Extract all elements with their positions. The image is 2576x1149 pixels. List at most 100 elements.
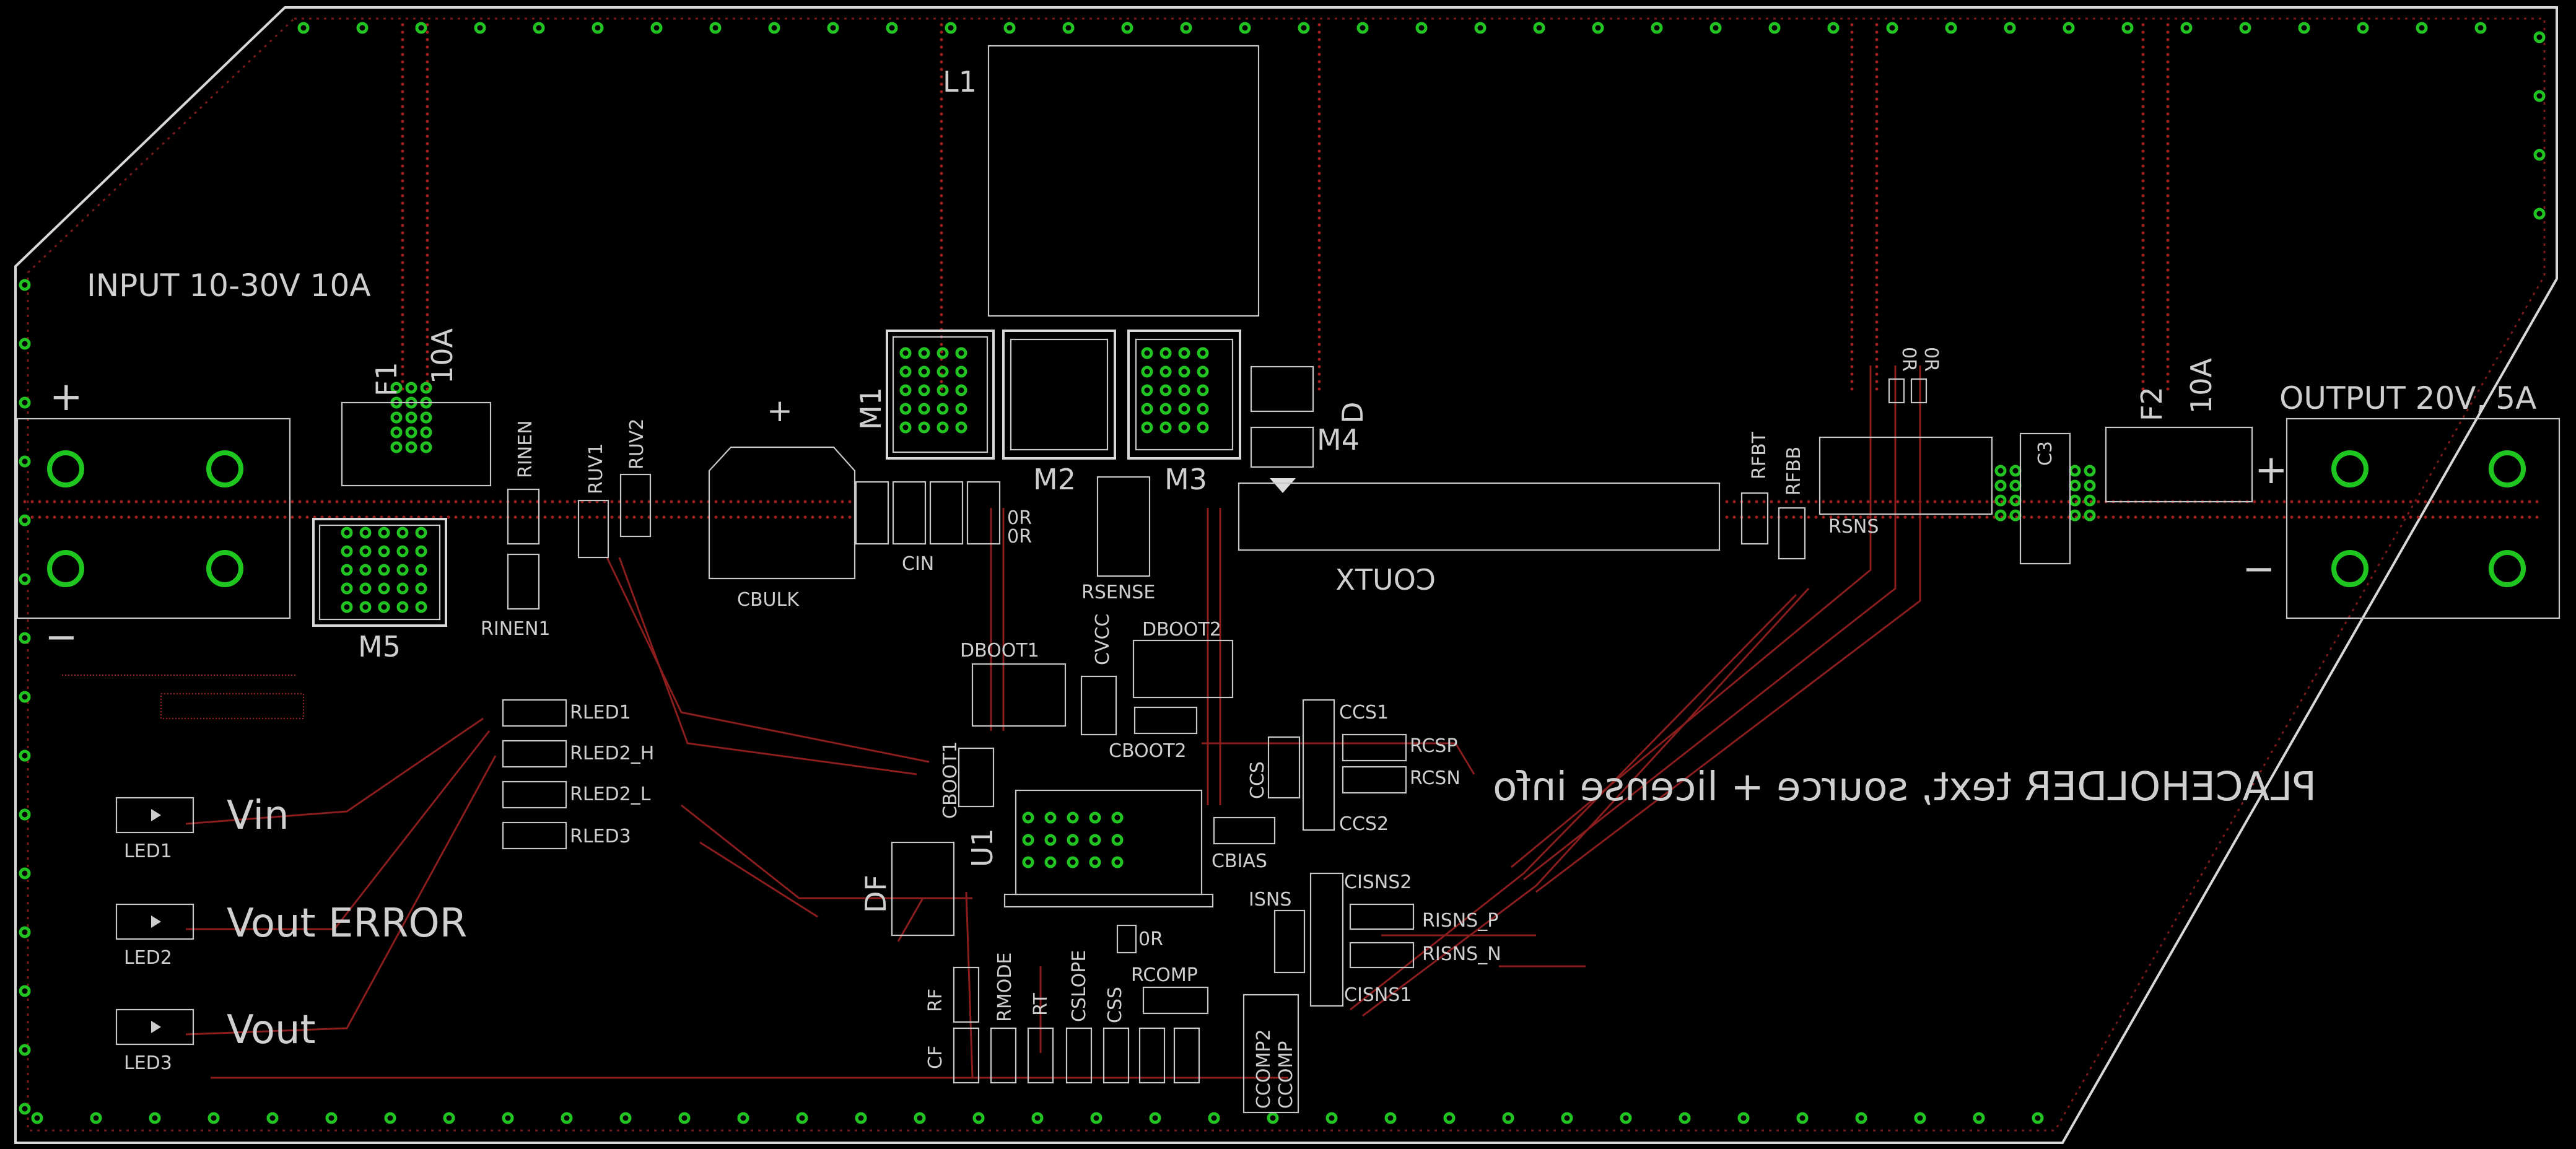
stitch-via: [1850, 105, 1854, 108]
resistor-ruv1[interactable]: [577, 499, 609, 559]
rfbt-label: RFBT: [1749, 431, 1770, 479]
stitch-via: [1850, 238, 1854, 242]
capacitor-bank-cout[interactable]: [1238, 482, 1721, 551]
stitch-via: [2059, 515, 2063, 519]
resistor-rcsn[interactable]: [1342, 766, 1407, 794]
capacitor-css[interactable]: [1102, 1027, 1130, 1084]
resistor-rsense[interactable]: [1096, 476, 1151, 577]
thermal-via: [937, 384, 949, 396]
fuse-f1[interactable]: [341, 401, 492, 487]
stitch-via: [2166, 186, 2170, 190]
diode-dboot1[interactable]: [971, 663, 1067, 727]
resistor-rcsp[interactable]: [1342, 733, 1407, 762]
resistor-rmode[interactable]: [990, 1027, 1017, 1084]
inductor-l1[interactable]: [987, 45, 1260, 317]
capacitor-cvcc[interactable]: [1080, 675, 1117, 736]
resistor-rled1[interactable]: [502, 699, 567, 727]
fuse-f2[interactable]: [2105, 426, 2253, 503]
stitch-via: [426, 75, 429, 79]
stitch-via: [2520, 500, 2524, 504]
capacitor-ccs[interactable]: [1267, 736, 1301, 799]
stitch-via: [401, 283, 404, 287]
thermal-via: [1994, 494, 2007, 507]
resistor-rsns[interactable]: [1818, 436, 1993, 515]
stitch-via: [1850, 38, 1854, 42]
controller-u1[interactable]: [1003, 789, 1214, 908]
stitch-via: [201, 500, 205, 504]
stitch-via: [426, 224, 429, 227]
stitch-via: [401, 82, 404, 86]
stitch-via: [1317, 350, 1321, 354]
stitch-via: [670, 515, 673, 519]
stitch-via: [2166, 209, 2170, 212]
input-connector[interactable]: [16, 417, 291, 619]
diode-d[interactable]: [1250, 365, 1314, 468]
capacitor-cbias[interactable]: [1213, 816, 1276, 845]
led2[interactable]: [115, 903, 194, 940]
capacitor-ccs1[interactable]: [1302, 699, 1335, 831]
stitch-via: [401, 335, 404, 339]
stitch-via: [134, 500, 138, 504]
stitch-via: [157, 500, 160, 504]
stitch-via: [1955, 500, 1959, 504]
led3[interactable]: [115, 1008, 194, 1046]
isns-label: ISNS: [1249, 889, 1291, 911]
d-label: D: [1336, 402, 1369, 424]
resistor-rinen[interactable]: [507, 488, 540, 545]
resistor-rled2-l[interactable]: [502, 780, 567, 809]
ccs1-label: CCS1: [1339, 702, 1389, 723]
capacitor-ccomp-pair[interactable]: [1138, 1027, 1200, 1084]
perimeter-via: [474, 22, 486, 34]
output-connector[interactable]: [2286, 417, 2561, 619]
stitch-via: [1888, 515, 1892, 519]
resistor-rinen1[interactable]: [507, 553, 540, 610]
stitch-via: [940, 23, 943, 27]
stitch-via: [744, 500, 748, 504]
diode-dboot2[interactable]: [1132, 639, 1234, 699]
mosfet-m1[interactable]: [886, 330, 995, 460]
resistor-rt[interactable]: [1027, 1027, 1054, 1084]
stitch-via: [1875, 283, 1879, 287]
stitch-via: [1317, 68, 1321, 71]
perimeter-via: [2474, 22, 2487, 34]
stitch-via: [759, 500, 762, 504]
capacitor-cisns-pair[interactable]: [1309, 872, 1344, 1007]
mosfet-m5[interactable]: [312, 518, 447, 627]
diode-df[interactable]: [891, 841, 955, 937]
perimeter-via: [1180, 22, 1192, 34]
resistor-ruv2[interactable]: [619, 473, 652, 538]
resistor-0r-pair[interactable]: [1888, 378, 1928, 404]
mosfet-m2[interactable]: [1002, 330, 1116, 460]
resistor-rled3[interactable]: [502, 821, 567, 850]
stitch-via: [1317, 186, 1321, 190]
stitch-via: [2364, 500, 2368, 504]
resistor-risns-n[interactable]: [1349, 941, 1415, 969]
capacitor-cbulk[interactable]: [708, 446, 856, 580]
resistor-0r-bottom[interactable]: [1116, 924, 1137, 954]
mosfet-m3[interactable]: [1127, 330, 1241, 460]
capacitor-cboot1[interactable]: [958, 747, 995, 808]
capacitor-cf[interactable]: [953, 1027, 980, 1084]
capacitor-isns[interactable]: [1273, 909, 1306, 974]
capacitor-c3[interactable]: [2019, 432, 2071, 565]
capacitor-cboot2[interactable]: [1133, 706, 1198, 735]
capacitor-cslope[interactable]: [1065, 1027, 1093, 1084]
resistor-rled2-h[interactable]: [502, 740, 567, 768]
stitch-via: [796, 500, 800, 504]
capacitor-cin[interactable]: [855, 481, 1001, 545]
resistor-rcomp[interactable]: [1142, 986, 1209, 1015]
stitch-via: [1875, 194, 1879, 198]
led1[interactable]: [115, 797, 194, 834]
resistor-rf[interactable]: [953, 966, 980, 1023]
resistor-risns-p[interactable]: [1349, 903, 1415, 930]
thermal-via: [2009, 465, 2022, 477]
resistor-rfbt[interactable]: [1740, 492, 1769, 545]
perimeter-via: [19, 632, 31, 644]
stitch-via: [90, 515, 94, 519]
stitch-via: [426, 231, 429, 235]
stitch-via: [1875, 157, 1879, 160]
stitch-via: [1875, 179, 1879, 183]
resistor-rfbb[interactable]: [1778, 507, 1806, 560]
thermal-via: [390, 382, 403, 394]
thermal-via: [1994, 465, 2007, 477]
